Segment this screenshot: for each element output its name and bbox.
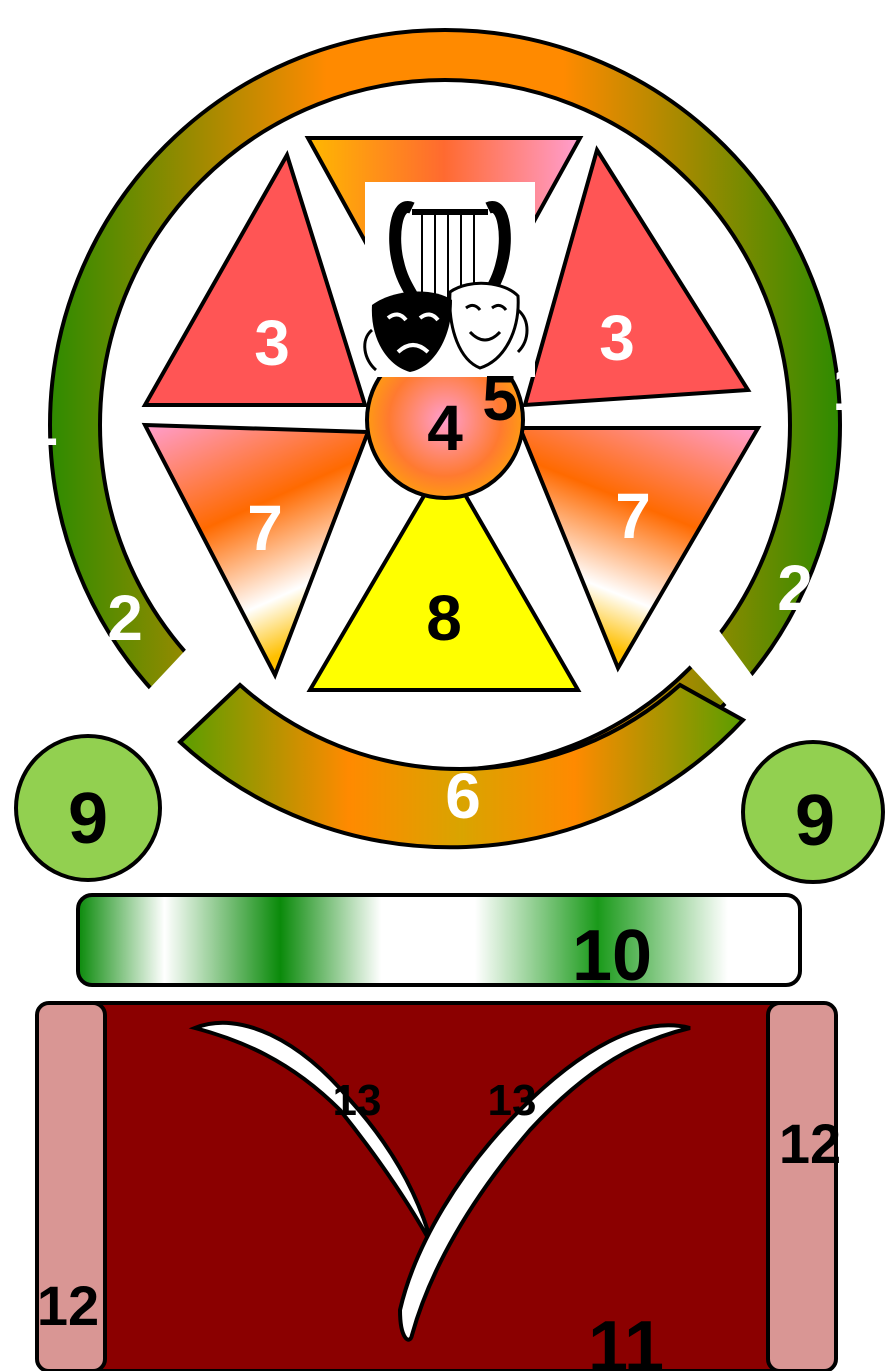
label-triangle-mid-right: 7 [615, 480, 651, 552]
label-circle-right: 9 [795, 781, 835, 861]
label-bottom-arc: 6 [445, 760, 481, 832]
label-ring-end-left: 2 [107, 582, 143, 654]
label-swoosh-right: 13 [488, 1076, 537, 1125]
horizontal-bar [78, 895, 800, 985]
label-swoosh-left: 13 [333, 1076, 382, 1125]
label-ring-left: 1 [22, 387, 58, 459]
label-emblem: 5 [482, 362, 518, 434]
emblem-image [365, 182, 535, 377]
pillar-right [768, 1003, 836, 1371]
label-center-circle: 4 [427, 392, 463, 464]
label-triangle-top-right: 3 [599, 302, 635, 374]
label-ring-right: 1 [832, 352, 868, 424]
label-pillar-right: 12 [779, 1112, 841, 1175]
base-block [70, 1003, 810, 1371]
label-ring-end-right: 2 [777, 552, 813, 624]
label-bar: 10 [572, 916, 652, 996]
label-pillar-left: 12 [37, 1274, 99, 1337]
label-triangle-mid-left: 7 [247, 492, 283, 564]
label-triangle-bottom: 8 [426, 582, 462, 654]
label-base: 11 [588, 1307, 664, 1371]
label-triangle-top-left: 3 [254, 307, 290, 379]
label-circle-left: 9 [68, 779, 108, 859]
